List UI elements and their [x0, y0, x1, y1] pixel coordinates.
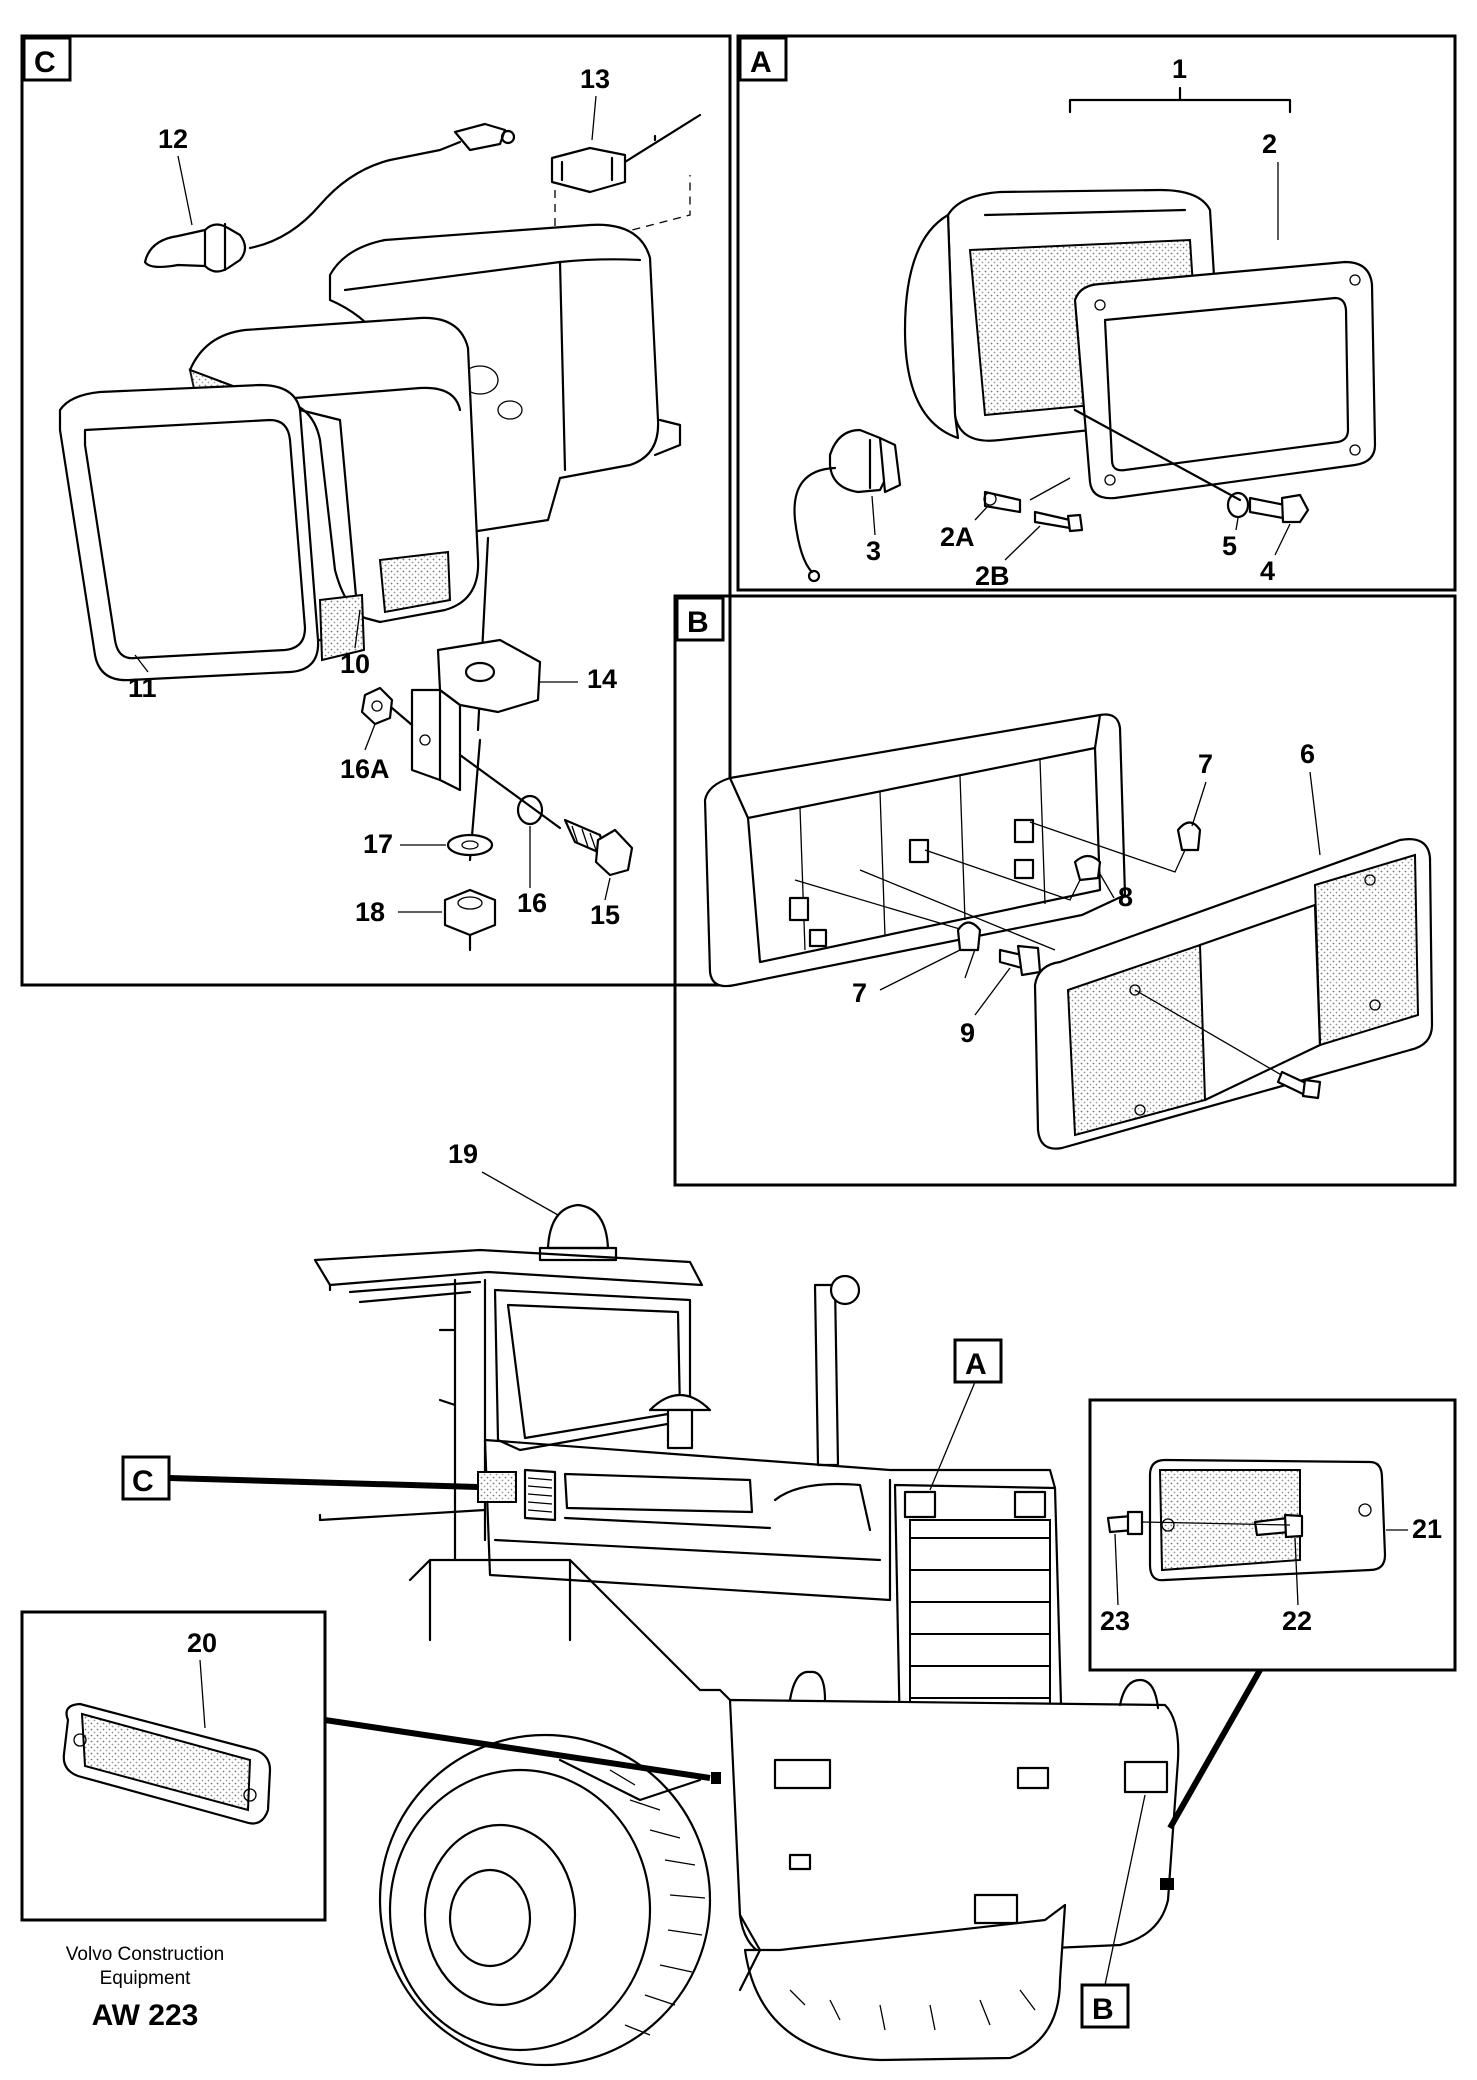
bracket-14-icon [410, 638, 542, 792]
panel-c: C [20, 34, 732, 987]
label-6: 6 [1300, 739, 1315, 769]
label-13: 13 [580, 64, 610, 94]
label-23: 23 [1100, 1606, 1130, 1636]
bulb-12-icon [143, 122, 516, 273]
label-1: 1 [1172, 54, 1187, 84]
label-8: 8 [1118, 882, 1133, 912]
footer-company-line1: Volvo Construction [66, 1944, 224, 1965]
bulb-3-icon [793, 428, 902, 583]
label-16: 16 [517, 888, 547, 918]
lamp-b-location [1123, 1760, 1169, 1794]
lens-screw-icon [1276, 1070, 1322, 1100]
beacon-19-icon [538, 1203, 618, 1262]
rear-lamp-marker [1160, 1878, 1174, 1890]
label-5: 5 [1222, 531, 1237, 561]
bolt-15-icon [563, 818, 634, 877]
footer-drawing-code: AW 223 [92, 1999, 199, 2032]
label-17: 17 [363, 829, 393, 859]
spacer-23-icon [1106, 1510, 1144, 1536]
panel-b: B [673, 594, 1457, 1187]
label-14: 14 [587, 664, 617, 694]
label-9: 9 [960, 1018, 975, 1048]
nut-16a-icon [360, 686, 414, 727]
front-wheel-icon [378, 1733, 712, 2067]
label-15: 15 [590, 900, 620, 930]
label-18: 18 [355, 897, 385, 927]
screw-2b-icon [1033, 510, 1084, 533]
rear-lamp-housing-icon [703, 713, 1127, 988]
side-lamp-marker [711, 1772, 721, 1784]
bulb-8-icon [1073, 854, 1102, 882]
label-10: 10 [340, 649, 370, 679]
bulb-7-lower-icon [956, 921, 982, 952]
screw-4-icon [1248, 493, 1310, 524]
bulb-7-upper-icon [1176, 821, 1202, 852]
nut-18-icon [443, 888, 497, 952]
inset-side-lamp: 20 [20, 1610, 711, 1922]
adjuster-2a-icon [983, 490, 1022, 514]
panel-a: A [736, 34, 1457, 592]
callout-c-label: C [132, 1465, 154, 1498]
label-19: 19 [448, 1139, 478, 1169]
lamp-bezel-11-icon [58, 383, 366, 682]
panel-a-tag: A [750, 46, 772, 79]
washer-17-icon [446, 833, 494, 857]
label-7-lower: 7 [852, 978, 867, 1008]
frame-2-icon [1073, 260, 1377, 500]
label-2a: 2A [940, 522, 975, 552]
side-lamp-20-icon [62, 1702, 272, 1825]
lamp-a-location [903, 1490, 937, 1519]
rear-lens-6-icon [1033, 838, 1434, 1150]
label-3: 3 [866, 536, 881, 566]
label-20: 20 [187, 1628, 217, 1658]
label-2: 2 [1262, 129, 1277, 159]
inset-rear-marker: 21 22 23 [1088, 1398, 1457, 1830]
screw-9-icon [998, 944, 1042, 977]
footer-company-line2: Equipment [100, 1968, 192, 1989]
wheel-loader-illustration [313, 1203, 1180, 2067]
panel-c-tag: C [34, 46, 56, 79]
label-11: 11 [128, 673, 157, 703]
callout-b[interactable]: B [1080, 1794, 1146, 2029]
callout-b-label: B [1092, 1993, 1114, 2026]
lamp-c-location [477, 1471, 517, 1503]
label-4: 4 [1260, 556, 1275, 586]
screw-22-icon [1253, 1513, 1304, 1539]
callout-c[interactable]: C [121, 1455, 479, 1501]
label-22: 22 [1282, 1606, 1312, 1636]
label-21: 21 [1412, 1514, 1442, 1544]
label-12: 12 [158, 124, 188, 154]
callout-a-label: A [965, 1348, 987, 1381]
panel-b-tag: B [687, 606, 709, 639]
label-2b: 2B [975, 561, 1010, 591]
washer-5-icon [1226, 491, 1250, 519]
label-16a: 16A [340, 754, 390, 784]
label-7-upper: 7 [1198, 749, 1213, 779]
callout-a[interactable]: A [929, 1338, 1003, 1491]
rear-wheel-icon [743, 1903, 1067, 2062]
